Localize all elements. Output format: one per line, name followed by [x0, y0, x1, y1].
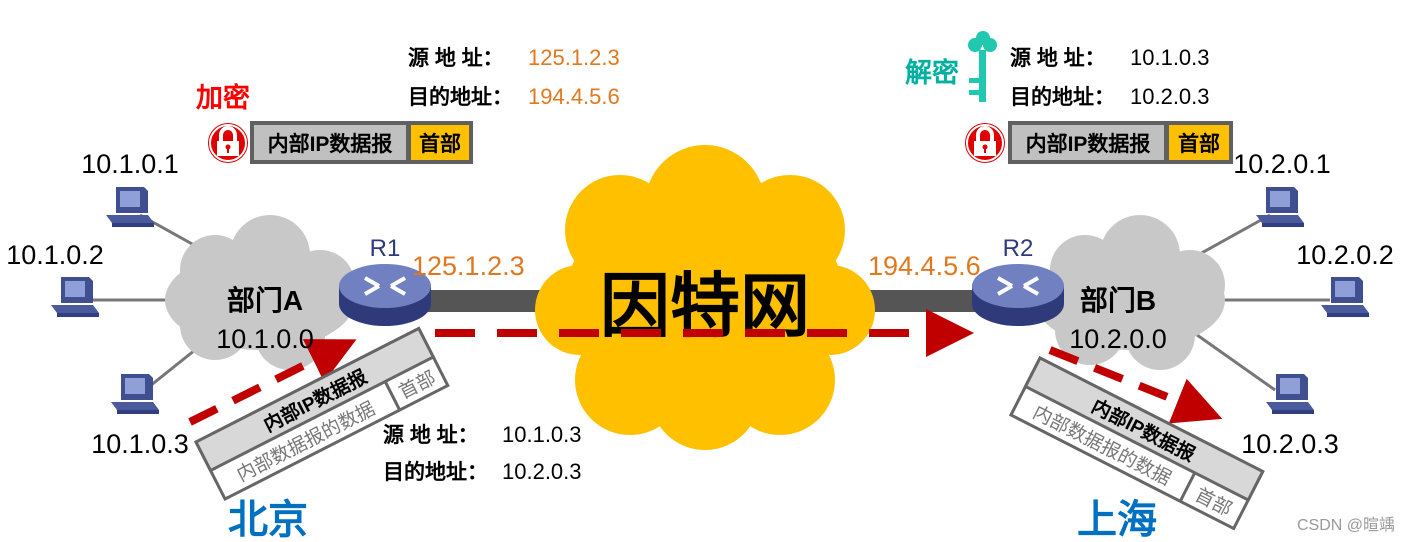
- outer-dst-label: 目的地址：: [408, 85, 513, 109]
- outer-src-label: 源 地 址：: [408, 46, 504, 70]
- r2-label: R2: [1003, 235, 1034, 262]
- dst: 10.2.0.3: [1130, 84, 1210, 109]
- r1-label: R1: [370, 235, 401, 262]
- dst-label: 目的地址：: [1010, 85, 1115, 109]
- router-caption: ROUTER: [368, 326, 402, 335]
- city-shanghai: 上海: [1077, 498, 1157, 542]
- credit-watermark: CSDN @暄竬: [1297, 516, 1395, 534]
- outer-src: 125.1.2.3: [528, 45, 620, 70]
- outer-dst: 194.4.5.6: [528, 84, 620, 109]
- inner-packet-shanghai: 内部IP数据报 内部数据报的数据 首部: [1008, 355, 1265, 531]
- encrypt-label: 加密: [196, 82, 250, 113]
- dept-b-addr: 10.2.0.0: [1069, 324, 1167, 354]
- host-10-1-0-2-icon[interactable]: [51, 277, 99, 317]
- src: 10.1.0.3: [1130, 45, 1210, 70]
- lock-icon: [962, 120, 1008, 166]
- host-10-1-0-1-icon[interactable]: [106, 187, 154, 227]
- router-r2[interactable]: ROUTER: [970, 262, 1066, 335]
- host-label: 10.2.0.1: [1233, 149, 1331, 179]
- host-label: 10.1.0.3: [91, 429, 189, 459]
- src-label: 源 地 址：: [1010, 46, 1106, 70]
- packet-body: 内部IP数据报: [1026, 132, 1151, 156]
- inner-src: 10.1.0.3: [502, 422, 582, 447]
- dept-a-name: 部门A: [227, 285, 303, 316]
- dept-a-addr: 10.1.0.0: [216, 324, 314, 354]
- host-label: 10.1.0.1: [81, 149, 179, 179]
- shanghai-arrow: [1048, 346, 1223, 424]
- r1-public-ip: 125.1.2.3: [412, 251, 525, 281]
- beijing-arrow: [188, 339, 357, 426]
- packet-header: 首部: [419, 132, 461, 156]
- decrypt-label: 解密: [905, 57, 959, 88]
- cloud-internet: [535, 145, 875, 450]
- inner-dst-label: 目的地址：: [383, 460, 488, 484]
- host-10-2-0-2-icon[interactable]: [1321, 277, 1369, 317]
- lock-icon: [205, 120, 251, 166]
- packet-header: 首部: [1178, 132, 1220, 156]
- cloud-dept-b: [1035, 215, 1225, 370]
- inner-dst: 10.2.0.3: [502, 459, 582, 484]
- host-10-2-0-1-icon[interactable]: [1256, 187, 1304, 227]
- host-10-1-0-3-icon[interactable]: [111, 374, 159, 414]
- r2-public-ip: 194.4.5.6: [868, 251, 981, 281]
- dept-b-name: 部门B: [1080, 285, 1156, 316]
- host-label: 10.1.0.2: [6, 240, 104, 270]
- host-label: 10.2.0.2: [1296, 240, 1394, 270]
- key-icon: [968, 31, 997, 102]
- inner-src-label: 源 地 址：: [383, 423, 479, 447]
- city-beijing: 北京: [228, 498, 308, 542]
- host-10-2-0-3-icon[interactable]: [1266, 374, 1314, 414]
- router-caption: ROUTER: [1001, 326, 1035, 335]
- packet-body: 内部IP数据报: [268, 132, 393, 156]
- router-r1[interactable]: ROUTER: [337, 262, 433, 335]
- host-label: 10.2.0.3: [1241, 429, 1339, 459]
